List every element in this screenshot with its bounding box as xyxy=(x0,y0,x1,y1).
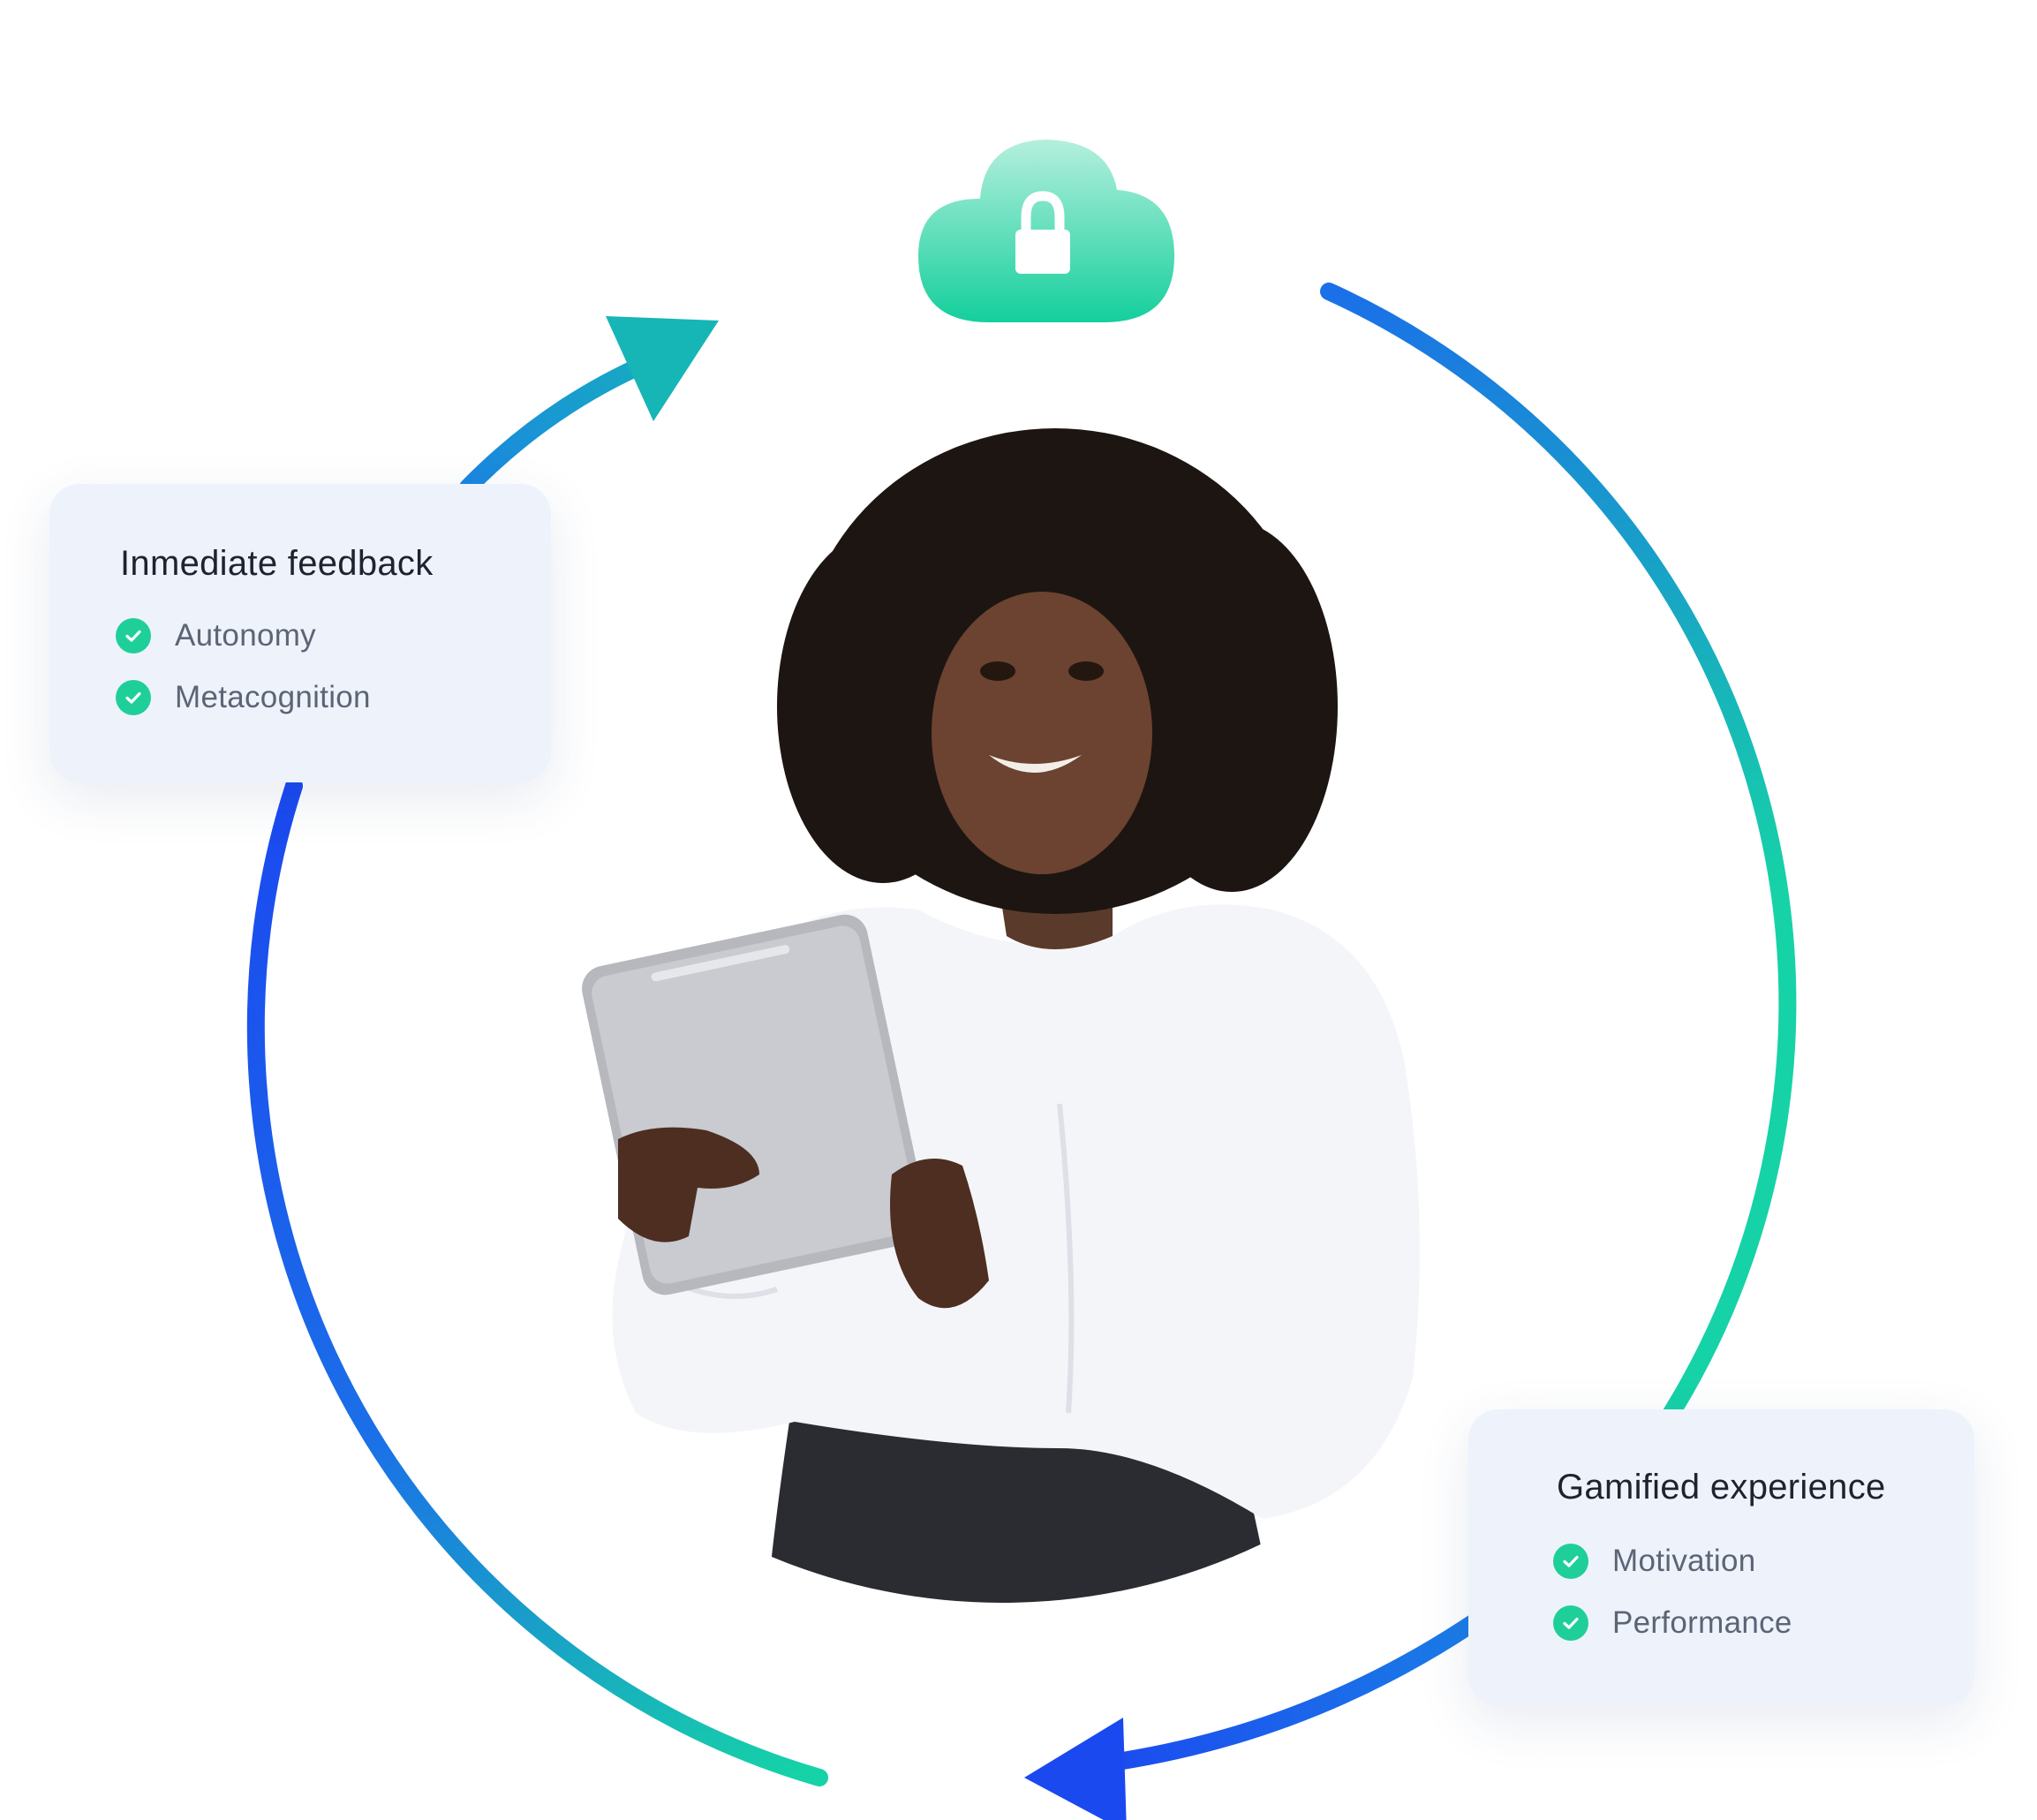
arrowhead-icon xyxy=(1024,1718,1127,1820)
card-title: Inmediate feedback xyxy=(120,544,434,583)
check-circle-icon xyxy=(1553,1605,1588,1641)
check-circle-icon xyxy=(116,618,151,653)
person-with-tablet-photo xyxy=(582,428,1420,1603)
list-item: Performance xyxy=(1553,1605,1792,1641)
list-item: Metacognition xyxy=(116,680,371,715)
list-item: Autonomy xyxy=(116,618,316,653)
list-item: Motivation xyxy=(1553,1544,1756,1579)
cycle-arc-right xyxy=(1320,283,1797,1422)
cloud-lock-icon xyxy=(918,140,1174,322)
item-label: Performance xyxy=(1612,1605,1792,1640)
gamified-card: Gamified experience Motivation Performan… xyxy=(1468,1409,1974,1706)
card-title: Gamified experience xyxy=(1557,1468,1886,1507)
arrowhead-icon xyxy=(606,316,719,421)
cycle-arc-bottom xyxy=(1108,1607,1492,1771)
item-label: Motivation xyxy=(1612,1544,1756,1578)
item-label: Metacognition xyxy=(175,680,371,714)
cycle-arc-left xyxy=(246,777,828,1786)
cycle-arc-top xyxy=(459,353,658,496)
check-circle-icon xyxy=(1553,1544,1588,1579)
check-circle-icon xyxy=(116,680,151,715)
feedback-card: Inmediate feedback Autonomy Metacognitio… xyxy=(49,484,551,782)
item-label: Autonomy xyxy=(175,618,316,653)
